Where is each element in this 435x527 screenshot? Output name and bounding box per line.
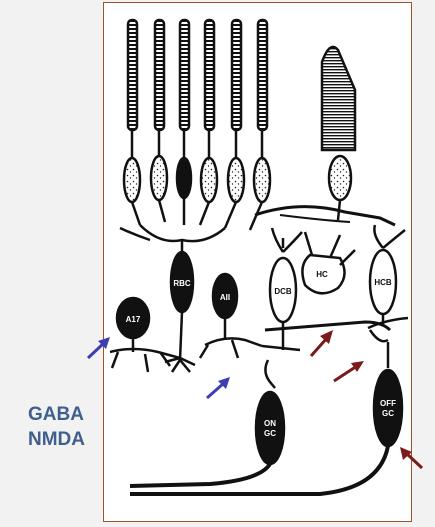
rod-group	[124, 20, 270, 230]
legend-nmda: NMDA	[28, 427, 108, 452]
cone	[322, 47, 355, 220]
aii-amacrine-cell: AII	[200, 274, 262, 358]
rod-2	[151, 20, 167, 222]
label-on-gc-1: ON	[264, 419, 276, 428]
rod-3	[177, 20, 191, 225]
receptor-legend: GABA NMDA	[28, 402, 108, 452]
label-off-gc-1: OFF	[380, 399, 396, 408]
depolarizing-cone-bipolar: DCB	[262, 228, 302, 350]
horizontal-cell: HC	[302, 232, 355, 293]
label-off-gc-2: GC	[382, 409, 394, 418]
label-rbc: RBC	[173, 279, 191, 288]
blue-arrow-a17	[88, 337, 110, 358]
legend-gaba: GABA	[28, 402, 108, 427]
label-aii: AII	[220, 293, 230, 302]
label-hc: HC	[316, 270, 328, 279]
rod-1	[124, 20, 140, 225]
label-a17: A17	[126, 315, 141, 324]
blue-arrow-aii	[207, 377, 230, 398]
on-ganglion-cell: ON GC	[130, 360, 284, 486]
red-arrows	[311, 330, 422, 468]
rod-6	[250, 20, 270, 230]
red-arrow-hcb-terminal	[334, 361, 364, 381]
label-hcb: HCB	[374, 278, 392, 287]
rod-5	[225, 20, 244, 228]
label-dcb: DCB	[274, 287, 292, 296]
label-on-gc-2: GC	[264, 429, 276, 438]
outer-plexiform-band	[255, 207, 395, 225]
hyperpolarizing-cone-bipolar: HCB	[368, 225, 408, 328]
rod-4	[200, 20, 217, 225]
red-arrow-dcb-terminal	[311, 330, 333, 356]
red-arrow-off-gc	[400, 447, 422, 468]
